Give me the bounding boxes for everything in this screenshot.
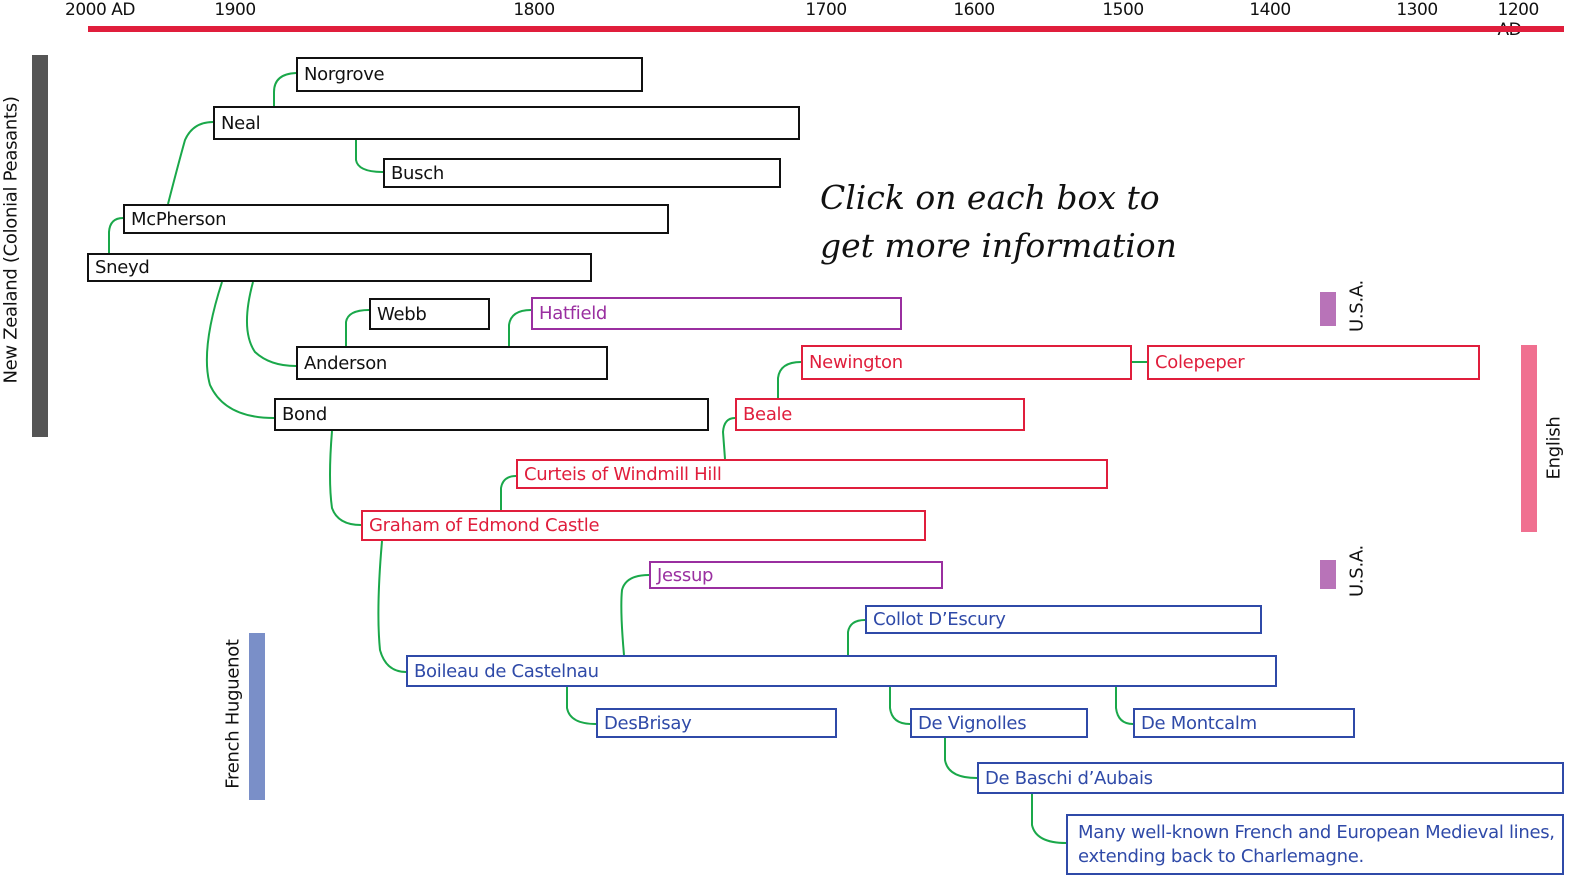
tick-1500: 1500: [1102, 0, 1144, 20]
connector-bond-graham: [329, 430, 362, 526]
family-box-hatfield[interactable]: Hatfield: [531, 297, 902, 330]
connector-mcpherson-neal: [167, 121, 214, 205]
family-box-norgrove[interactable]: Norgrove: [296, 57, 643, 92]
connector-anderson-webb: [345, 309, 370, 346]
tick-2000: 2000 AD: [65, 0, 135, 20]
connector-debaschi-medieval: [1031, 794, 1067, 844]
group-bar-usa-1: [1320, 292, 1336, 326]
tick-1800: 1800: [513, 0, 555, 20]
family-box-boileau[interactable]: Boileau de Castelnau: [406, 655, 1277, 687]
connector-sneyd-mcpherson: [108, 217, 124, 253]
tick-1300: 1300: [1396, 0, 1438, 20]
group-label-usa-1: U.S.A.: [1346, 280, 1368, 332]
group-bar-english: [1521, 345, 1537, 532]
connector-curteis-beale: [721, 417, 736, 460]
family-box-neal[interactable]: Neal: [213, 106, 800, 140]
family-box-beale[interactable]: Beale: [735, 398, 1025, 431]
family-box-colepeper[interactable]: Colepeper: [1147, 345, 1480, 380]
instruction-line-2: get more information: [820, 226, 1177, 265]
group-label-new-zealand: New Zealand (Colonial Peasants): [0, 96, 22, 384]
axis-line: [88, 26, 1564, 32]
family-box-debaschi[interactable]: De Baschi d’Aubais: [977, 762, 1564, 794]
tick-1200: 1200 AD: [1497, 0, 1540, 40]
family-box-sneyd[interactable]: Sneyd: [87, 253, 592, 282]
family-box-collot[interactable]: Collot D’Escury: [865, 605, 1262, 634]
connector-sneyd-bond: [205, 281, 275, 419]
family-box-devignolles[interactable]: De Vignolles: [910, 708, 1088, 738]
group-bar-usa-2: [1320, 560, 1336, 589]
connector-graham-boileau: [377, 540, 407, 673]
connector-anderson-hatfield: [508, 309, 532, 346]
connector-boileau-demontcalm: [1115, 687, 1134, 725]
connector-devignolles-debaschi: [944, 738, 978, 779]
connector-neal-busch: [355, 140, 384, 173]
family-box-newington[interactable]: Newington: [801, 345, 1132, 380]
family-box-anderson[interactable]: Anderson: [296, 346, 608, 380]
group-label-french-huguenot: French Huguenot: [222, 639, 244, 789]
tick-1700: 1700: [805, 0, 847, 20]
family-box-demontcalm[interactable]: De Montcalm: [1133, 708, 1355, 738]
connector-sneyd-anderson: [245, 281, 297, 367]
group-bar-new-zealand: [32, 55, 48, 437]
connector-beale-newington: [777, 361, 802, 398]
family-box-jessup[interactable]: Jessup: [649, 561, 943, 589]
tick-1400: 1400: [1249, 0, 1291, 20]
tick-1600: 1600: [953, 0, 995, 20]
connector-boileau-jessup: [620, 574, 650, 656]
family-box-desbrisay[interactable]: DesBrisay: [596, 708, 837, 738]
group-label-english: English: [1543, 416, 1565, 480]
family-box-mcpherson[interactable]: McPherson: [123, 204, 669, 234]
family-box-curteis[interactable]: Curteis of Windmill Hill: [516, 459, 1108, 489]
family-box-webb[interactable]: Webb: [369, 298, 490, 330]
family-box-bond[interactable]: Bond: [274, 398, 709, 431]
connector-boileau-desbrisay: [566, 687, 597, 725]
connector-graham-curteis: [500, 475, 517, 510]
tick-1900: 1900: [214, 0, 256, 20]
family-box-busch[interactable]: Busch: [383, 158, 781, 188]
family-box-graham[interactable]: Graham of Edmond Castle: [361, 510, 926, 541]
instruction-line-1: Click on each box to: [820, 178, 1160, 217]
group-bar-french-huguenot: [249, 633, 265, 800]
group-label-usa-2: U.S.A.: [1346, 545, 1368, 597]
connector-boileau-collot: [847, 619, 866, 655]
connector-boileau-devignolles: [889, 687, 911, 725]
family-box-medieval-lines[interactable]: Many well-known French and European Medi…: [1066, 814, 1564, 875]
connector-neal-norgrove: [273, 72, 297, 106]
